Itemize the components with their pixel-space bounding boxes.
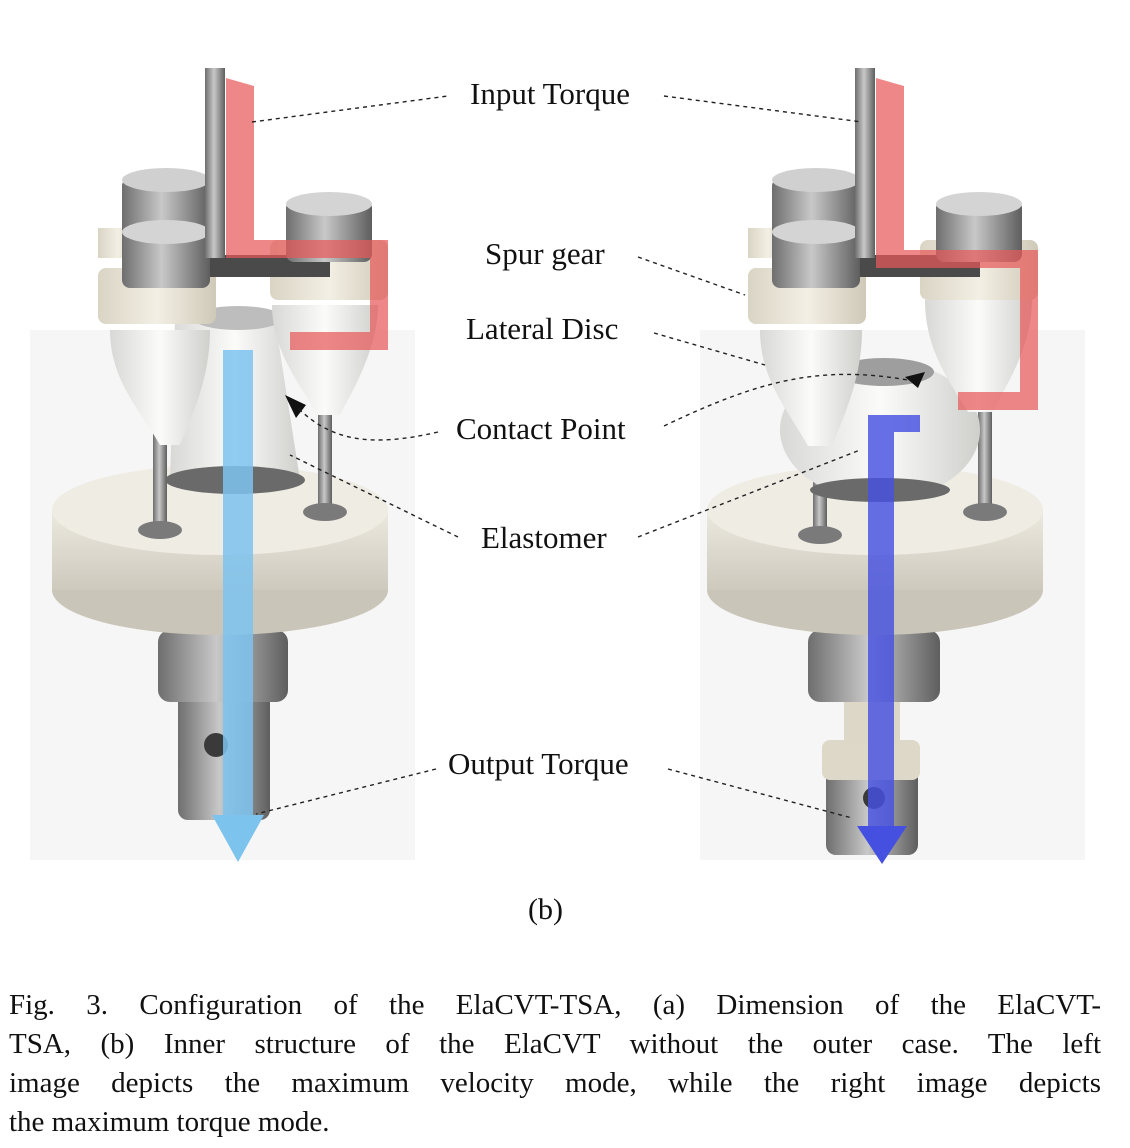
pin-hole-left [204,733,228,757]
label-contact-point: Contact Point [456,411,626,446]
right-assembly [700,68,1085,864]
label-output-torque: Output Torque [448,746,629,781]
label-input-torque: Input Torque [470,76,630,111]
output-arrowhead-left [212,815,264,862]
output-torque-arrow-left [223,350,253,820]
label-elastomer: Elastomer [481,520,607,555]
lateral-disc-left-1 [110,330,210,445]
caption-line: Fig. 3. Configuration of the ElaCVT-TSA,… [9,989,1101,1021]
subfigure-label: (b) [528,893,563,926]
input-shaft-left [205,68,225,258]
input-shaft-right [855,68,875,258]
caption-line: image depicts the maximum velocity mode,… [9,1067,1101,1099]
label-lateral-disc: Lateral Disc [466,311,619,346]
lateral-disc-right-2 [925,300,1032,412]
leader-lines [251,95,909,819]
output-arrowhead-right [857,826,907,864]
caption-line: TSA, (b) Inner structure of the ElaCVT w… [9,1028,1101,1060]
figure-caption: Fig. 3. Configuration of the ElaCVT-TSA,… [9,986,1101,1142]
output-torque-arrow-right [868,415,920,830]
caption-line: the maximum torque mode. [9,1106,330,1138]
figure-b: Input Torque Spur gear Lateral Disc Cont… [30,68,1085,864]
input-torque-arrow-left [226,78,388,350]
mechanism-illustration [30,68,1085,864]
input-torque-arrow-right [876,78,1038,410]
lateral-disc-right-1 [760,330,862,446]
label-spur-gear: Spur gear [485,236,605,271]
base-disc-left [52,465,388,555]
left-assembly [30,68,415,862]
